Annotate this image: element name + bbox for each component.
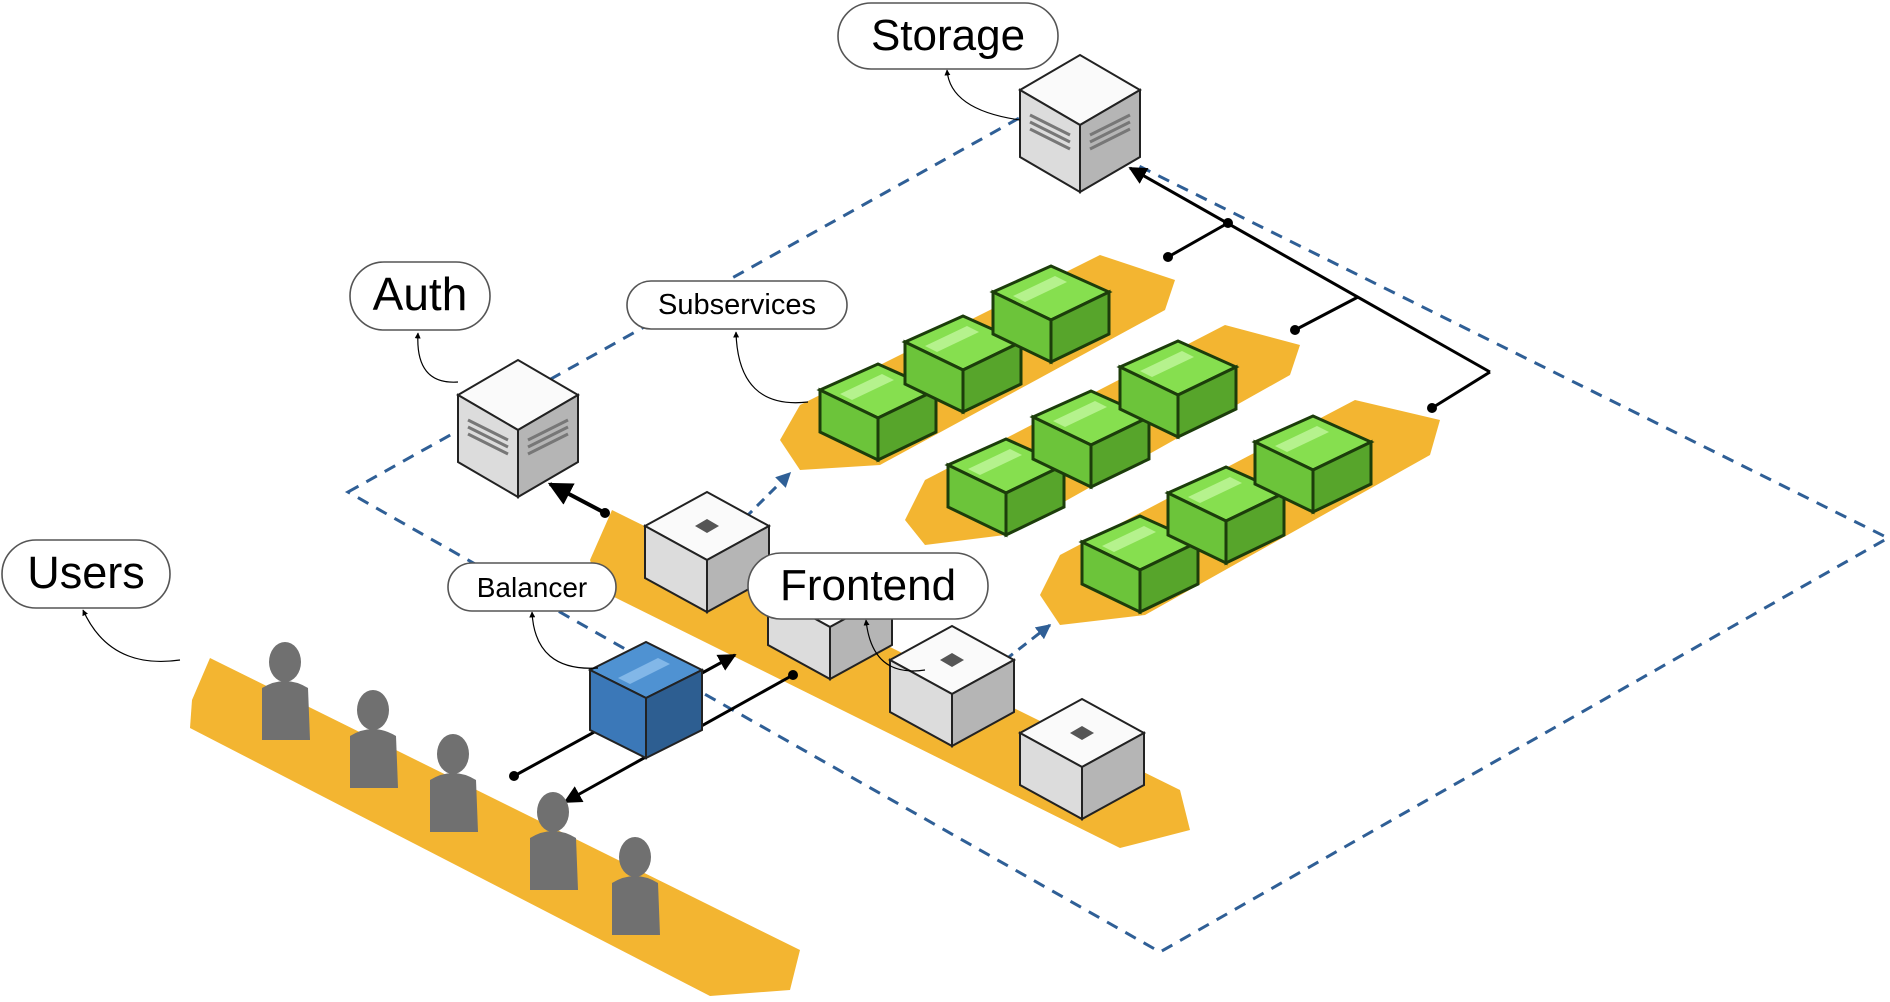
svg-text:Storage: Storage xyxy=(871,11,1025,60)
frontend-node-icon xyxy=(642,490,772,614)
person-icon xyxy=(530,792,578,890)
label-frontend: Frontend xyxy=(747,552,989,620)
frontend-to-subservice-arrows xyxy=(743,471,1052,662)
label-balancer: Balancer xyxy=(447,562,617,612)
storage-server-icon xyxy=(1018,53,1142,194)
person-icon xyxy=(262,642,310,740)
svg-text:Balancer: Balancer xyxy=(477,572,588,603)
balancer-icon xyxy=(587,640,705,760)
network-boundary xyxy=(344,110,1890,954)
svg-text:Subservices: Subservices xyxy=(658,289,816,321)
person-icon xyxy=(430,734,478,832)
subservice-package-icon xyxy=(989,264,1113,365)
callout-leaders xyxy=(82,69,1021,672)
subservice-package-icon xyxy=(1251,414,1375,515)
users-group xyxy=(262,642,660,935)
subservice-package-icon xyxy=(1116,339,1240,440)
svg-text:Users: Users xyxy=(27,547,145,598)
storage-connectors xyxy=(1128,166,1491,410)
auth-server-icon xyxy=(456,358,580,499)
frontend-node-icon xyxy=(887,624,1017,748)
subservice-packages xyxy=(816,264,1375,615)
label-subservices: Subservices xyxy=(626,280,848,330)
label-storage: Storage xyxy=(837,2,1059,70)
svg-text:Frontend: Frontend xyxy=(780,561,956,610)
person-icon xyxy=(350,690,398,788)
label-auth: Auth xyxy=(349,261,491,331)
frontend-node-icon xyxy=(1017,697,1147,821)
auth-connector xyxy=(547,482,606,515)
label-users: Users xyxy=(1,539,171,609)
person-icon xyxy=(612,837,660,935)
svg-text:Auth: Auth xyxy=(373,268,468,320)
